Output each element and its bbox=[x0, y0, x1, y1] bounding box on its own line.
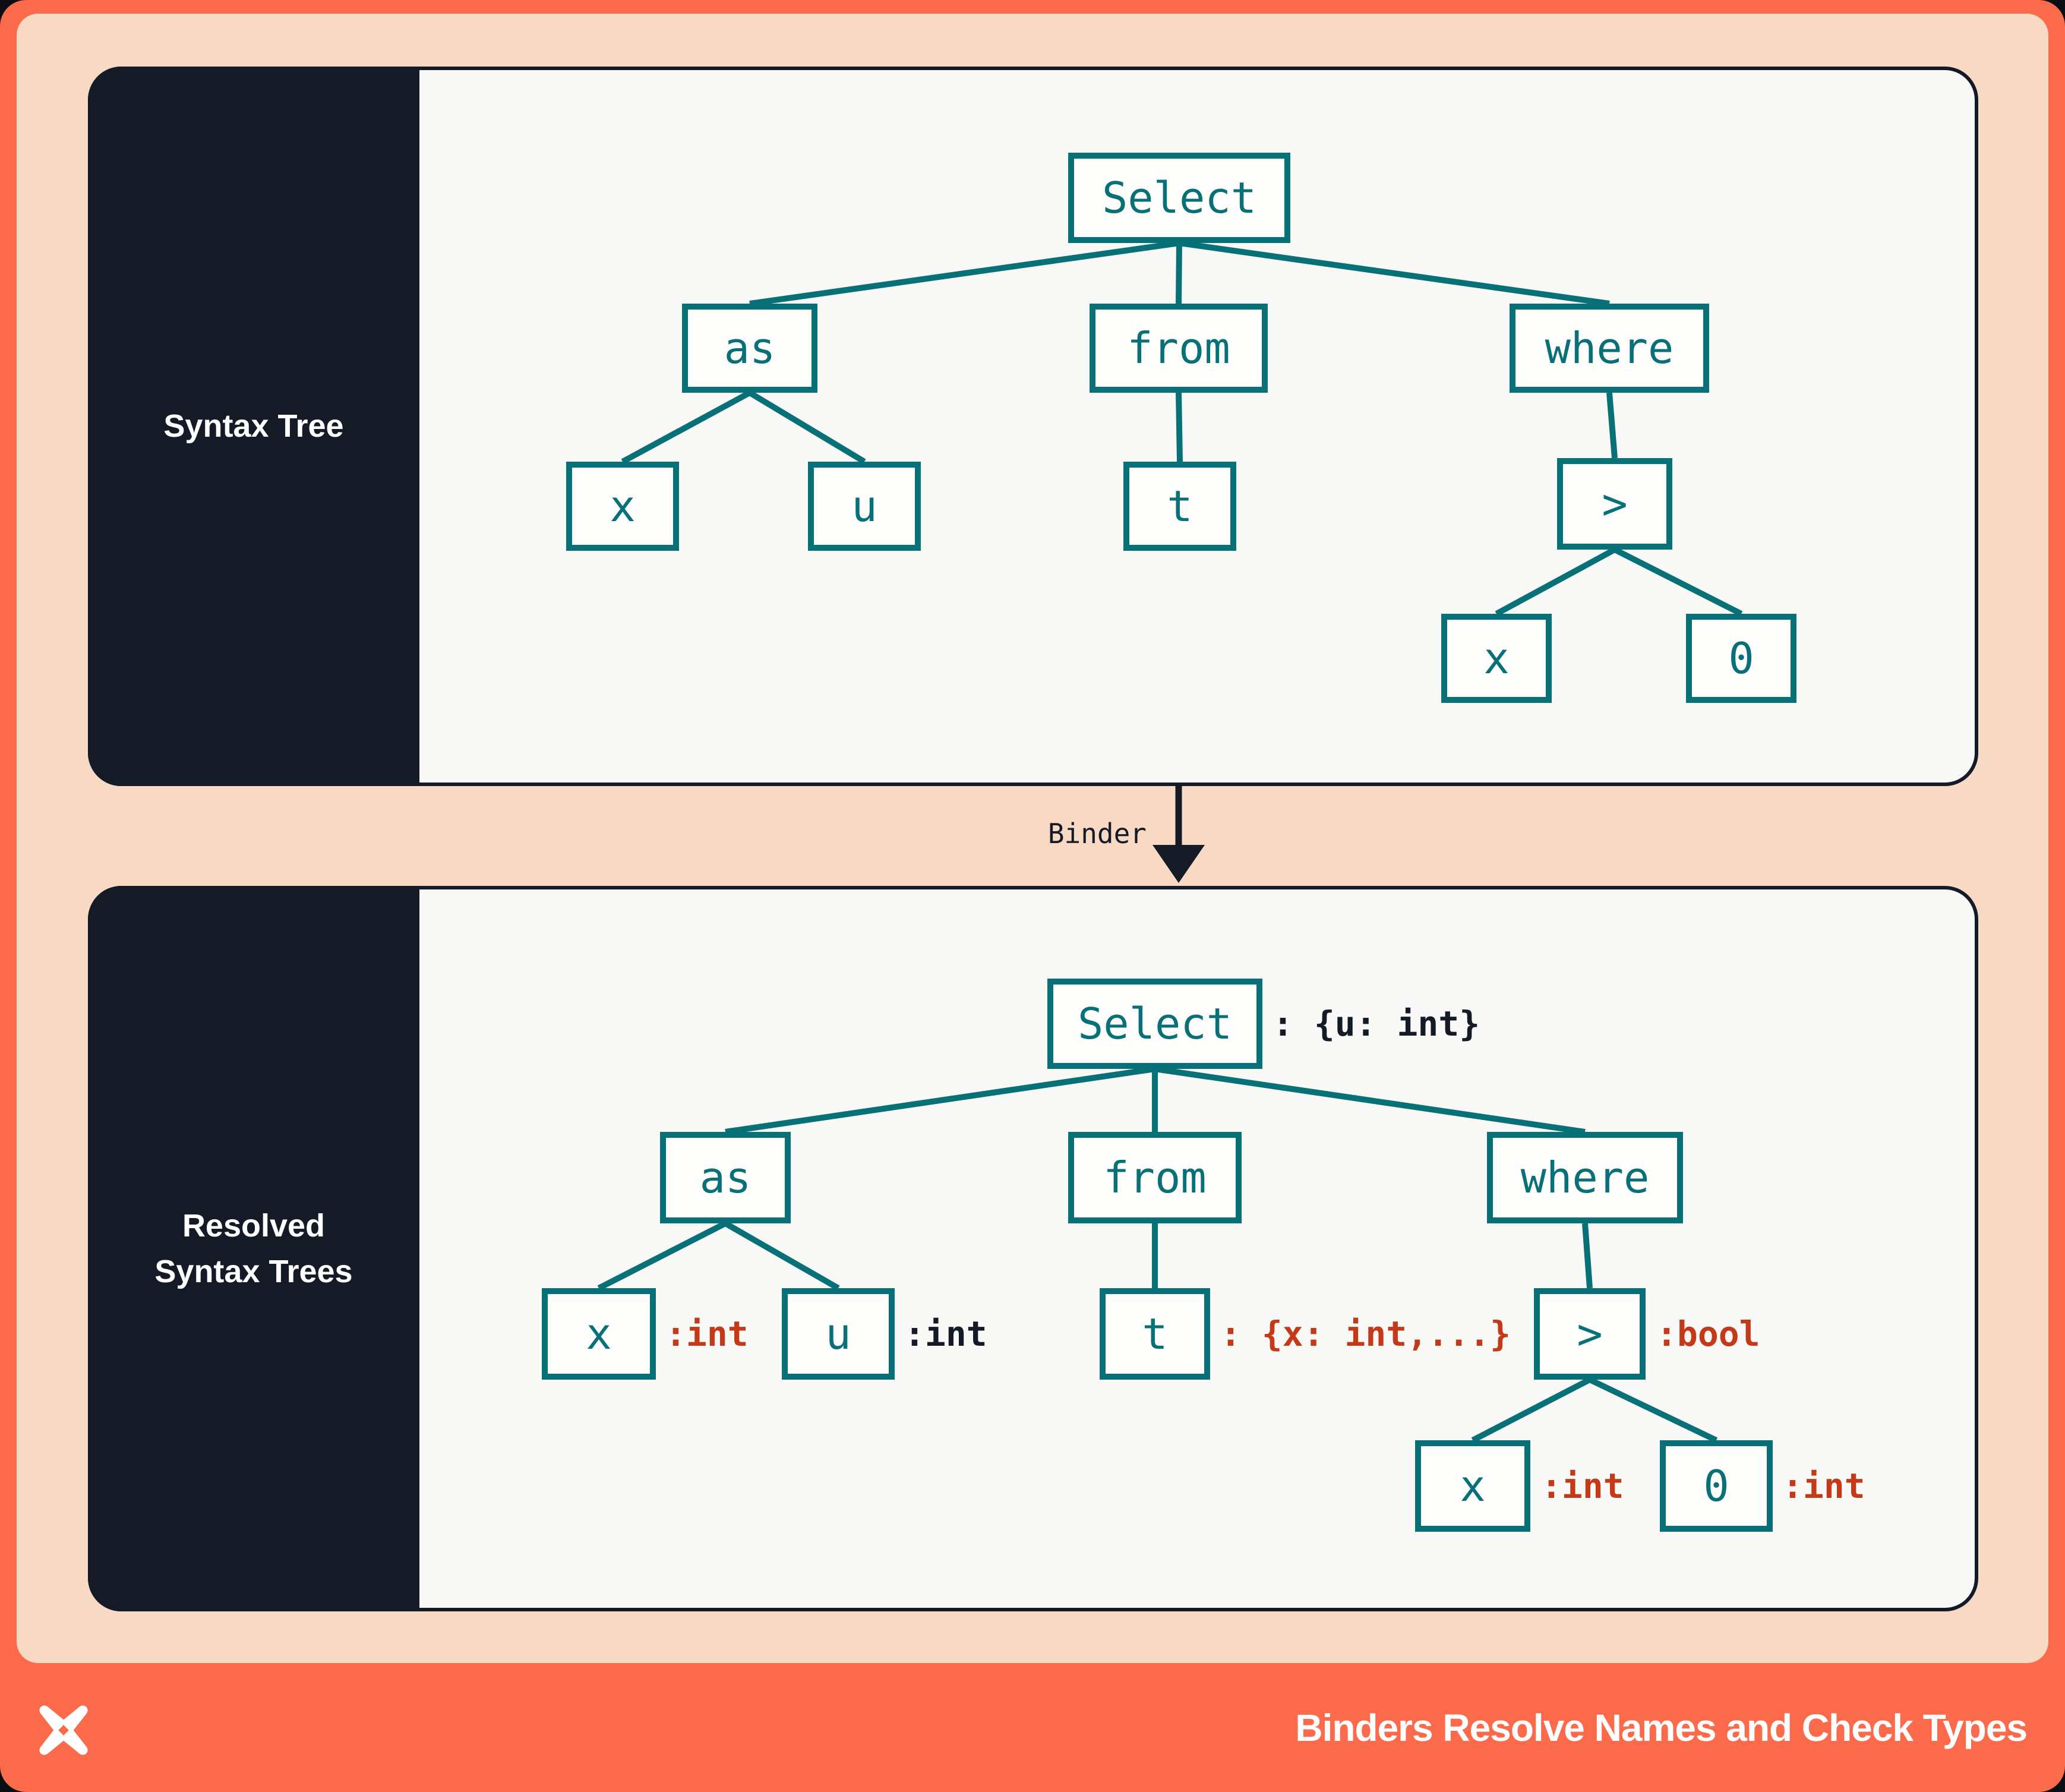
node-label: x bbox=[610, 481, 636, 531]
tree-node-zero: 0 bbox=[1660, 1440, 1773, 1532]
tree-edge bbox=[724, 1220, 840, 1291]
type-annotation-t: : {x: int,...} bbox=[1220, 1314, 1511, 1354]
tree-node-as: as bbox=[660, 1132, 791, 1223]
tree-edge bbox=[1606, 392, 1618, 459]
tree-edge bbox=[621, 390, 752, 465]
tree-edge bbox=[749, 240, 1180, 307]
binder-label: Binder bbox=[1047, 818, 1147, 850]
type-annotation-select: : {u: int} bbox=[1273, 1004, 1480, 1044]
title-line-2: Syntax Trees bbox=[154, 1253, 353, 1289]
tree-node-from: from bbox=[1090, 304, 1268, 393]
tree-node-x2: x bbox=[1415, 1440, 1530, 1532]
resolved-syntax-trees-sidebar: Resolved Syntax Trees bbox=[88, 886, 419, 1611]
type-annotation-zero: :int bbox=[1782, 1466, 1865, 1506]
tree-edge bbox=[1588, 1377, 1718, 1443]
tree-node-where: where bbox=[1510, 304, 1709, 393]
tree-node-where: where bbox=[1487, 1132, 1683, 1223]
tree-node-zero: 0 bbox=[1686, 614, 1796, 703]
tree-node-select: Select bbox=[1047, 979, 1262, 1069]
syntax-tree-title: Syntax Tree bbox=[163, 408, 344, 444]
node-label: as bbox=[724, 323, 776, 373]
node-label: from bbox=[1127, 323, 1230, 373]
tree-edge bbox=[725, 1066, 1155, 1135]
binder-arrow-icon bbox=[1153, 785, 1205, 883]
tree-node-from: from bbox=[1068, 1132, 1242, 1223]
tree-node-x: x bbox=[566, 462, 679, 551]
node-label: 0 bbox=[1703, 1461, 1729, 1511]
node-label: from bbox=[1103, 1153, 1207, 1203]
type-annotation-gt: :bool bbox=[1656, 1314, 1760, 1354]
tree-edge bbox=[1154, 1066, 1586, 1135]
node-label: where bbox=[1520, 1153, 1650, 1203]
tree-edge bbox=[1471, 1377, 1592, 1443]
tree-edge bbox=[748, 390, 866, 465]
node-label: > bbox=[1577, 1309, 1603, 1359]
tree-node-as: as bbox=[682, 304, 817, 393]
node-label: 0 bbox=[1728, 633, 1754, 683]
type-annotation-x2: :int bbox=[1541, 1466, 1624, 1506]
tree-edge bbox=[1176, 392, 1183, 462]
node-label: x bbox=[1483, 633, 1510, 683]
title-line-1: Resolved bbox=[182, 1207, 326, 1244]
type-annotation-u: :int bbox=[904, 1314, 987, 1354]
node-label: x bbox=[1460, 1461, 1486, 1511]
resolved-syntax-trees-title: Resolved Syntax Trees bbox=[154, 1203, 352, 1295]
resolved-syntax-trees-panel: Resolved Syntax Trees Select : {u: int} … bbox=[88, 886, 1978, 1611]
node-label: x bbox=[586, 1309, 612, 1359]
tree-edge bbox=[597, 1220, 727, 1291]
node-label: Select bbox=[1101, 173, 1257, 223]
node-label: t bbox=[1167, 481, 1193, 531]
type-annotation-x: :int bbox=[665, 1314, 749, 1354]
tree-node-u: u bbox=[808, 462, 921, 551]
tree-node-select: Select bbox=[1068, 153, 1290, 243]
tree-node-t: t bbox=[1100, 1288, 1210, 1380]
node-label: where bbox=[1545, 323, 1674, 373]
tree-edge bbox=[1582, 1223, 1593, 1289]
syntax-tree-sidebar: Syntax Tree bbox=[88, 67, 419, 786]
tree-edge bbox=[1495, 547, 1616, 617]
tree-node-gt: > bbox=[1557, 458, 1672, 550]
node-label: Select bbox=[1077, 999, 1233, 1049]
node-label: u bbox=[851, 481, 877, 531]
syntax-tree-panel: Syntax Tree Select as from where x bbox=[88, 67, 1978, 786]
footer-caption: Binders Resolve Names and Check Types bbox=[1295, 1706, 2028, 1749]
node-label: u bbox=[825, 1309, 851, 1359]
tree-node-x2: x bbox=[1441, 614, 1552, 703]
tree-edge bbox=[1613, 547, 1743, 617]
tree-node-x: x bbox=[542, 1288, 656, 1380]
footer-logo-icon bbox=[39, 1705, 88, 1755]
node-label: > bbox=[1602, 479, 1628, 529]
tree-node-u: u bbox=[782, 1288, 895, 1380]
tree-edge bbox=[1179, 240, 1610, 307]
node-label: t bbox=[1142, 1309, 1168, 1359]
tree-node-gt: > bbox=[1534, 1288, 1646, 1380]
tree-node-t: t bbox=[1123, 462, 1236, 551]
node-label: as bbox=[699, 1153, 752, 1203]
